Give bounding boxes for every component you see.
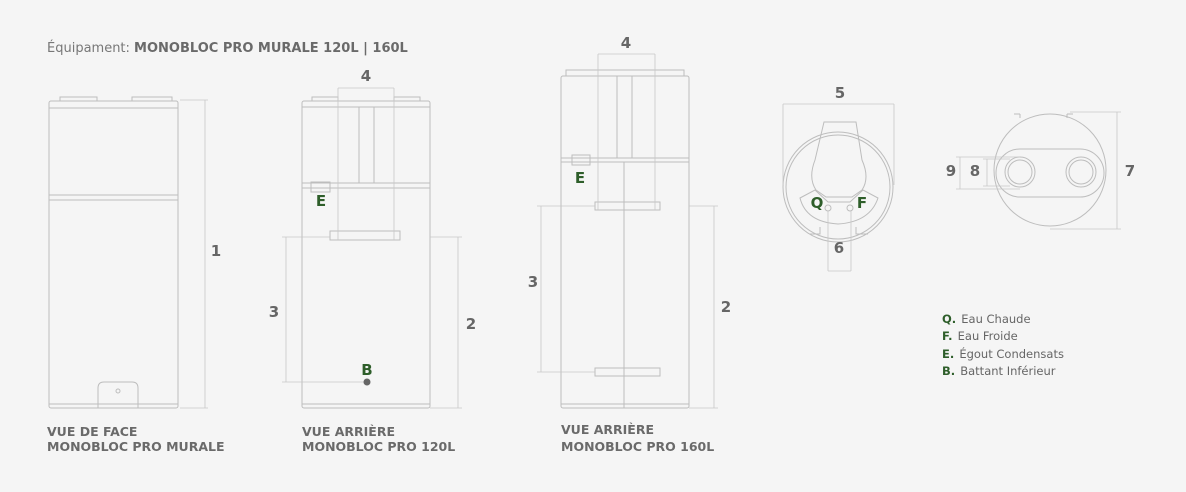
dim-2-label: 2 bbox=[721, 298, 731, 316]
dim-7-label: 7 bbox=[1125, 162, 1135, 180]
marker-b: B bbox=[361, 361, 372, 379]
dim-9-label: 9 bbox=[946, 162, 956, 180]
legend: Q. Eau Chaude F. Eau Froide E. Égout Con… bbox=[942, 308, 1064, 379]
legend-item-b: B. Battant Inférieur bbox=[942, 360, 1056, 379]
marker-f: F bbox=[857, 194, 867, 212]
bottom-view: 5 6 Q F bbox=[782, 84, 895, 272]
marker-e: E bbox=[575, 169, 585, 187]
dim-8-label: 8 bbox=[970, 162, 980, 180]
caption-rear160-line2: MONOBLOC PRO 160L bbox=[561, 439, 714, 454]
marker-q: Q bbox=[811, 194, 824, 212]
dim-5-label: 5 bbox=[835, 84, 845, 102]
dim-4-label: 4 bbox=[621, 34, 631, 52]
marker-e: E bbox=[316, 192, 326, 210]
caption-rear120-line2: MONOBLOC PRO 120L bbox=[302, 439, 455, 454]
dim-4-label: 4 bbox=[361, 67, 371, 85]
top-view: 9 8 7 bbox=[946, 111, 1135, 230]
rear-view-160l: 4 3 2 E VUE ARRIÈRE MONOBLOC PRO 160L bbox=[528, 34, 731, 454]
equipment-header: Équipament: MONOBLOC PRO MURALE 120L | 1… bbox=[47, 40, 408, 56]
dim-6-label: 6 bbox=[834, 239, 844, 257]
dim-2-label: 2 bbox=[466, 315, 476, 333]
caption-rear120-line1: VUE ARRIÈRE bbox=[302, 424, 395, 439]
rear-view-120l: 4 3 2 E B VUE ARRIÈRE MONOBLOC PRO 120L bbox=[269, 67, 476, 454]
caption-front-line1: VUE DE FACE bbox=[47, 424, 137, 439]
caption-rear160-line1: VUE ARRIÈRE bbox=[561, 422, 654, 437]
legend-item-f: F. Eau Froide bbox=[942, 325, 1018, 344]
dim-1-label: 1 bbox=[211, 242, 221, 260]
dim-3-label: 3 bbox=[269, 303, 279, 321]
legend-item-q: Q. Eau Chaude bbox=[942, 308, 1031, 327]
caption-front-line2: MONOBLOC PRO MURALE bbox=[47, 439, 225, 454]
front-view: 1 VUE DE FACE MONOBLOC PRO MURALE bbox=[47, 96, 225, 454]
legend-item-e: E. Égout Condensats bbox=[942, 343, 1064, 362]
dim-3-label: 3 bbox=[528, 273, 538, 291]
